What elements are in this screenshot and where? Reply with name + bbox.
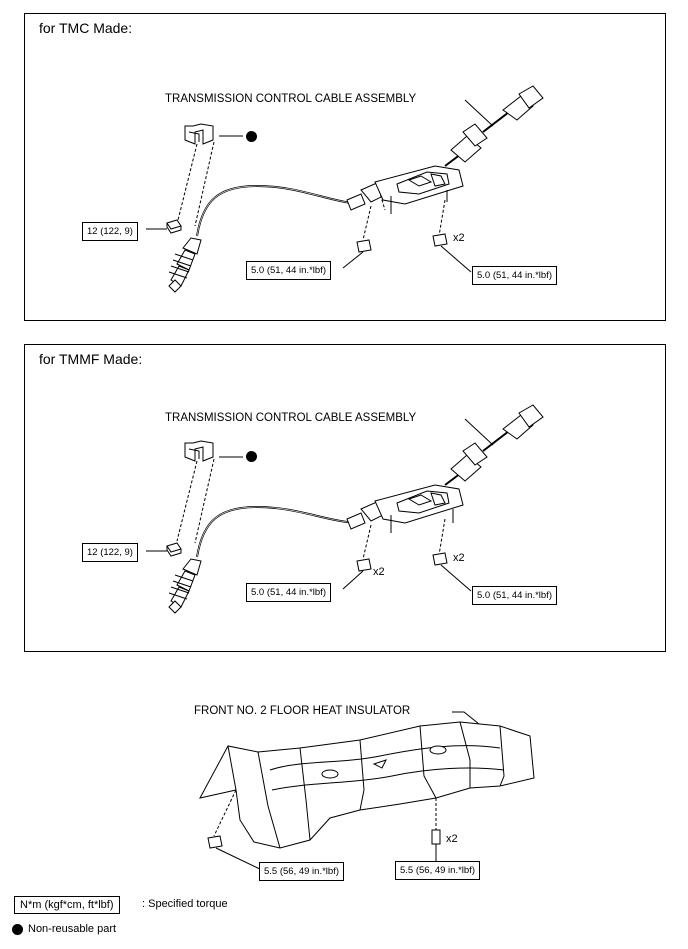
panel-tmc: for TMC Made: [24,13,666,321]
panel-tmmf: for TMMF Made: [24,344,666,652]
assembly-label: TRANSMISSION CONTROL CABLE ASSEMBLY [165,412,417,424]
assembly-label: TRANSMISSION CONTROL CABLE ASSEMBLY [165,93,417,105]
legend-torque-unit: N*m (kgf*cm, ft*lbf) [14,896,120,914]
torque-label-left: 12 (122, 9) [82,222,138,241]
legend-non-reusable-icon [12,924,23,935]
legend-torque-desc: : Specified torque [142,898,228,910]
cable-assembly-drawing [146,85,544,293]
insulator-label: FRONT NO. 2 FLOOR HEAT INSULATOR [194,705,411,717]
panel-title: for TMC Made: [39,20,133,36]
torque-label-mid: 5.0 (51, 44 in.*lbf) [246,583,331,602]
non-reusable-marker [246,451,257,462]
torque-label-left: 12 (122, 9) [82,543,138,562]
torque-label-right: 5.5 (56, 49 in.*lbf) [395,861,480,880]
quantity-right: x2 [446,833,458,845]
quantity-mid: x2 [373,566,385,578]
cable-assembly-drawing [146,404,544,614]
torque-label-right: 5.0 (51, 44 in.*lbf) [472,586,557,605]
torque-label-mid: 5.0 (51, 44 in.*lbf) [246,261,331,280]
non-reusable-marker [246,131,257,142]
torque-label-left: 5.5 (56, 49 in.*lbf) [259,862,344,881]
panel-title: for TMMF Made: [39,351,143,367]
legend-non-reusable-desc: Non-reusable part [28,923,117,935]
quantity-right: x2 [453,552,465,564]
quantity-right: x2 [453,232,465,244]
torque-label-right: 5.0 (51, 44 in.*lbf) [472,266,557,285]
